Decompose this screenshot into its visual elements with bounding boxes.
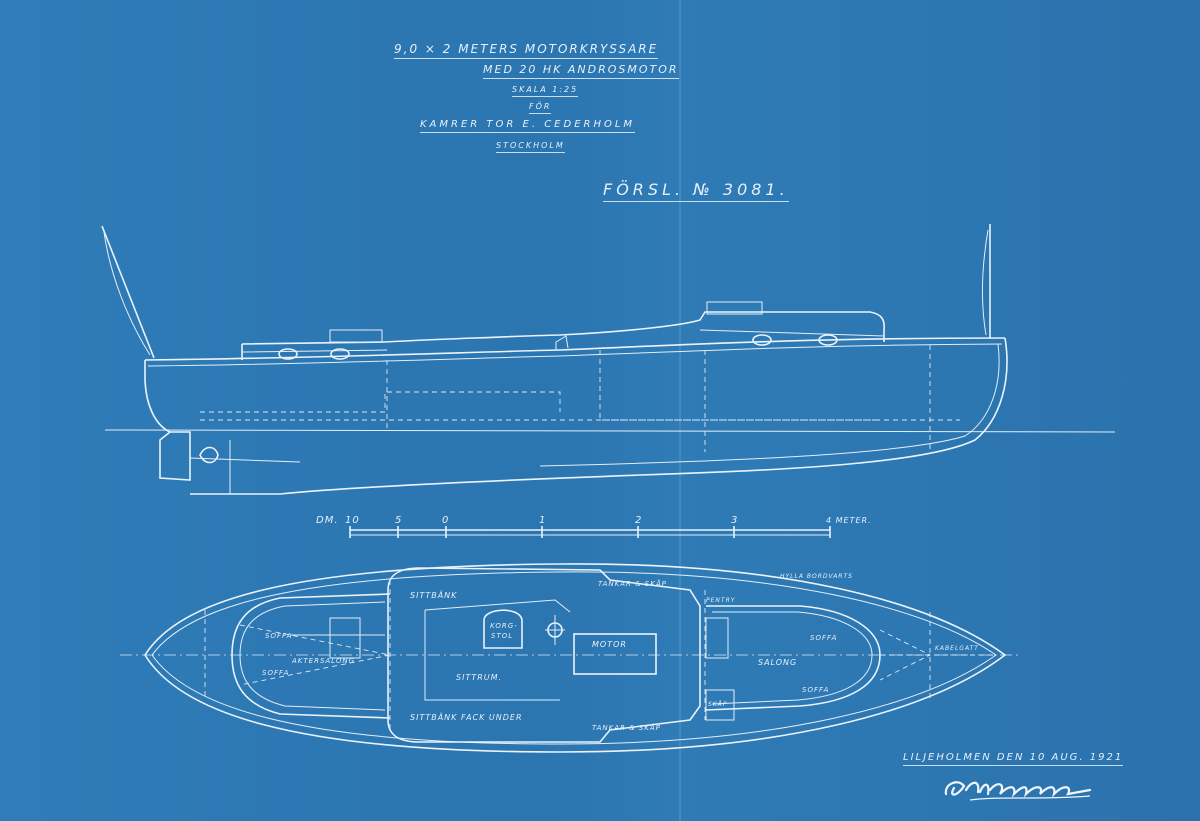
scale-label: 4 METER. <box>826 516 872 525</box>
cabin-side-trim <box>241 329 885 353</box>
fwd-cabin-inner <box>711 611 873 705</box>
porthole <box>278 348 298 360</box>
motor-box <box>573 633 657 675</box>
scale-label: 10 <box>345 515 360 526</box>
label-aktersalong: AKTERSALONG <box>291 657 355 665</box>
stem-and-keel <box>190 337 1008 495</box>
label-korgstol-1: KORG- <box>490 622 518 630</box>
frame-hidden-lines <box>204 580 995 730</box>
fwd-hatch <box>706 301 763 315</box>
title-scale: SKALA 1:25 <box>512 85 579 97</box>
porthole <box>330 348 350 360</box>
title-for: FÖR <box>529 102 552 114</box>
label-motor: MOTOR <box>592 640 627 649</box>
cockpit-bench <box>424 599 571 701</box>
label-soffa-aft-bottom: SOFFA <box>262 669 289 677</box>
deck-edge <box>151 571 997 745</box>
title-city: STOCKHOLM <box>496 141 565 153</box>
porthole <box>752 334 772 346</box>
label-pentry: PENTRY <box>706 597 736 604</box>
bottom-line <box>539 343 1000 467</box>
drawing-number: FÖRSL. № 3081. <box>603 180 789 202</box>
paper-fold-line <box>679 0 681 821</box>
label-tankar-top: TANKAR & SKÅP <box>598 579 667 588</box>
label-kabelgatt: KABELGATT <box>935 645 979 652</box>
scale-label: 0 <box>442 515 449 526</box>
title-client: KAMRER TOR E. CEDERHOLM <box>420 119 636 133</box>
label-sittbank-bottom: SITTBÄNK FACK UNDER <box>410 712 523 722</box>
handwritten-signature-icon <box>944 781 1092 801</box>
plan-view: SITTBÄNK KORG- STOL TANKAR & SKÅP PENTRY… <box>120 563 1020 753</box>
stern-transom <box>144 360 171 433</box>
rudder <box>159 431 191 481</box>
cockpit-coaming <box>387 567 701 743</box>
label-soffa-fwd-top: SOFFA <box>810 634 837 642</box>
place-and-date: LILJEHOLMEN DEN 10 AUG. 1921 <box>903 752 1124 766</box>
scale-bar: DM. 10 5 0 1 2 3 4 METER. <box>316 515 872 538</box>
aft-cabin-table <box>329 617 361 659</box>
label-korgstol-2: STOL <box>491 632 513 640</box>
sheer-line <box>144 337 1006 361</box>
propeller-shaft <box>189 457 301 463</box>
label-sittbank-top: SITTBÄNK <box>410 590 457 600</box>
scale-label: 2 <box>635 515 642 526</box>
label-salong: SALONG <box>758 658 797 667</box>
scale-label: 3 <box>731 515 738 526</box>
hull-outline <box>144 563 1007 753</box>
label-skap: SKÅP <box>708 701 727 708</box>
profile-view <box>101 224 1116 495</box>
pentry-box <box>705 617 729 659</box>
skap-box <box>705 689 735 721</box>
label-tankar-bottom: TANKAR & SKÅP <box>592 723 661 732</box>
aft-flagstaff <box>101 225 155 359</box>
scale-label: 5 <box>395 515 402 526</box>
label-soffa-aft-top: SOFFA <box>265 632 292 640</box>
label-soffa-fwd-bottom: SOFFA <box>802 686 829 694</box>
porthole <box>818 334 838 346</box>
label-sittrum: SITTRUM. <box>456 673 502 682</box>
interior-hidden-lines <box>200 345 960 452</box>
wicker-chair <box>483 609 523 649</box>
title-line-1: 9,0 × 2 METERS MOTORKRYSSARE <box>394 42 659 59</box>
fwd-flag <box>981 229 989 336</box>
scale-prefix: DM. <box>316 515 339 526</box>
aft-cabin-inner <box>239 601 386 711</box>
scale-label: 1 <box>539 515 546 526</box>
title-line-2: MED 20 HK ANDROSMOTOR <box>483 63 679 79</box>
aft-hatch <box>329 329 383 343</box>
propeller <box>199 446 219 464</box>
rubbing-strake <box>147 343 1003 367</box>
aft-cabin-wall <box>231 593 391 719</box>
cabin-roof <box>241 311 885 360</box>
waterline <box>104 429 1116 433</box>
label-hylla: HYLLA BORDVARTS <box>780 573 853 580</box>
aft-flag <box>103 231 151 356</box>
ventilator <box>555 335 569 350</box>
